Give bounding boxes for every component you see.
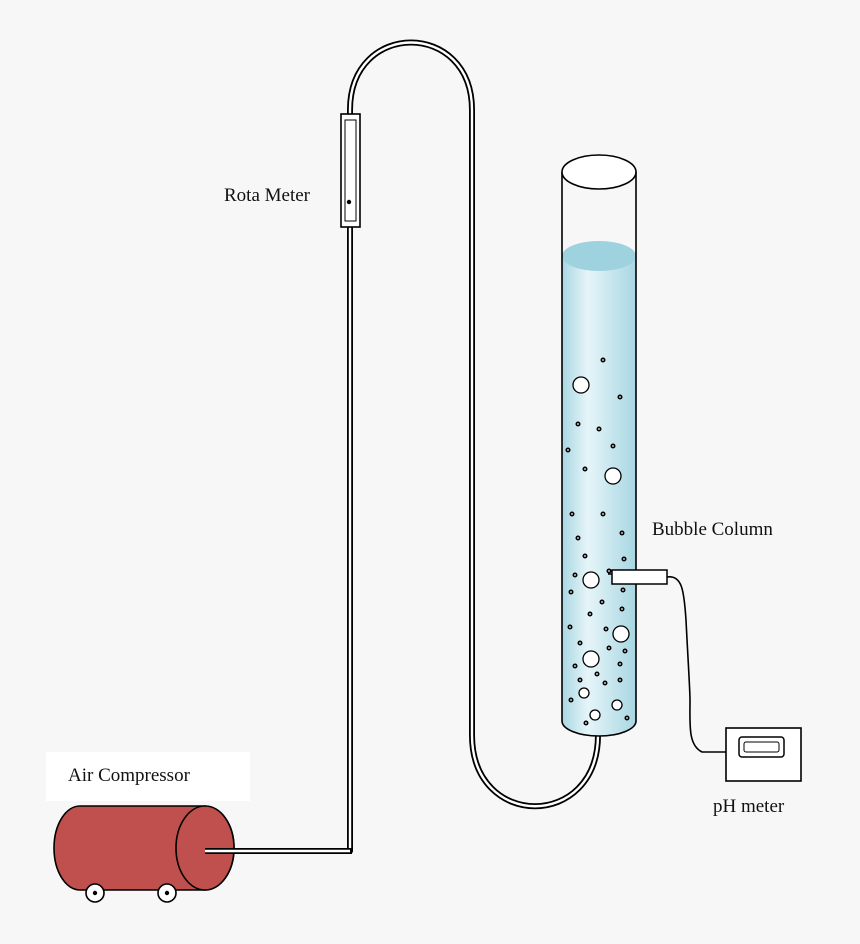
rota-meter: [340, 113, 361, 228]
column-liquid-surface: [562, 241, 636, 271]
column-top-opening: [561, 154, 637, 190]
air-tube-core: [203, 41, 600, 853]
ph-probe: [608, 569, 668, 585]
bubble-column-label: Bubble Column: [652, 519, 773, 540]
ph-probe-cable: [666, 576, 727, 753]
ph-meter-display: [738, 736, 785, 758]
rota-meter-float: [346, 199, 352, 205]
bubble-column: [561, 154, 637, 737]
column-liquid: [562, 256, 636, 736]
air-tube-outline: [202, 39, 601, 854]
ph-meter-label: pH meter: [713, 796, 785, 817]
air-tubing: [202, 39, 601, 854]
rota-meter-label: Rota Meter: [224, 185, 311, 206]
air-compressor-label: Air Compressor: [68, 765, 191, 786]
air-compressor-label-box: [46, 752, 250, 801]
bubbles: [572, 376, 630, 721]
small-bubbles: [565, 357, 630, 726]
ph-meter: [725, 727, 802, 782]
